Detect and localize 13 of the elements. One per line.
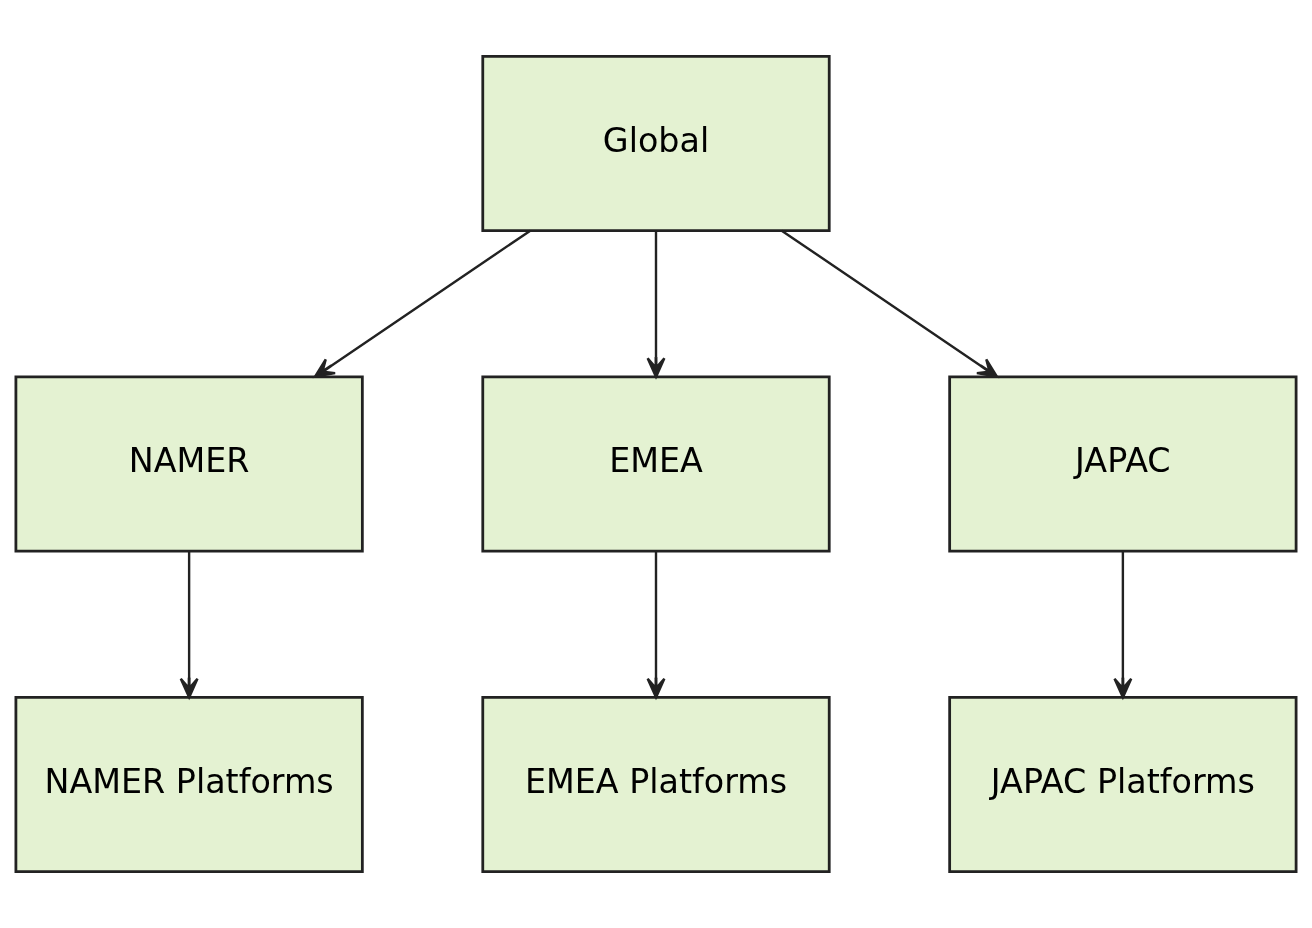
arrow — [1113, 551, 1133, 699]
arrow — [646, 551, 666, 699]
node-box: Global — [481, 55, 831, 232]
arrow — [179, 551, 199, 699]
arrow — [646, 231, 666, 379]
node-box: NAMER Platforms — [14, 696, 364, 873]
arrow — [313, 229, 531, 378]
node-box: EMEA Platforms — [481, 696, 831, 873]
node-box: EMEA — [481, 375, 831, 553]
node-box: NAMER — [14, 375, 364, 553]
node-box: JAPAC — [948, 375, 1298, 553]
node-box: JAPAC Platforms — [948, 696, 1298, 873]
arrow — [781, 229, 999, 378]
